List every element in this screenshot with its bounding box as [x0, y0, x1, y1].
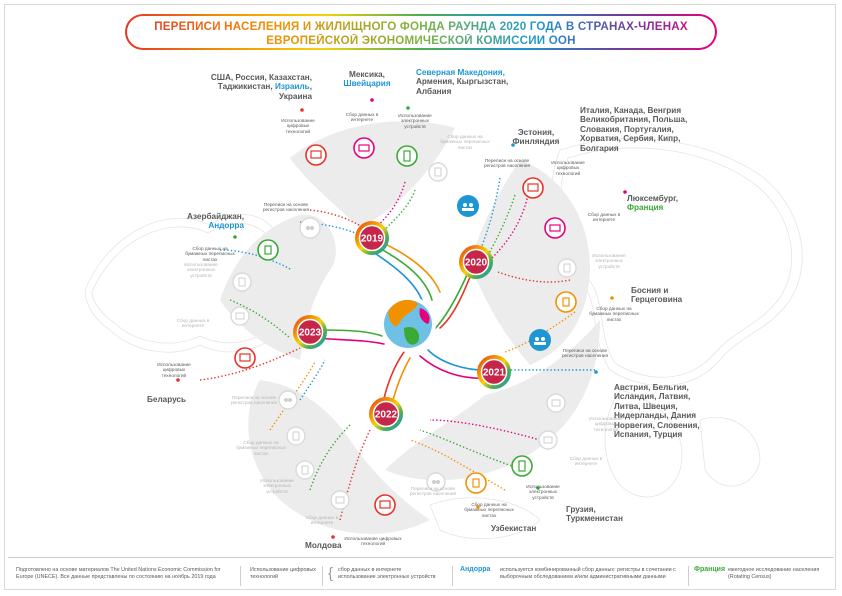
method-label-internet: Сбор данных в интернете — [176, 318, 210, 329]
footer-source: Подготовлено на основе материалов The Un… — [16, 567, 221, 580]
countries-2019-register: Азербайджан,Андорра — [187, 212, 244, 231]
internet-icon — [538, 430, 558, 450]
method-label-paper: Сбор данных на бумажных переписных листа… — [589, 306, 639, 322]
devices-icon — [511, 455, 533, 477]
page-title-line-2: ЕВРОПЕЙСКОЙ ЭКОНОМИЧЕСКОЙ КОМИССИИ ООН — [127, 34, 715, 47]
method-label-internet: Сбор данных в интернете — [345, 112, 379, 123]
method-label-register: Переписи на основе регистров населения — [262, 202, 310, 213]
method-label-register: Переписи на основе регистров населения — [483, 158, 531, 169]
digital-icon — [305, 144, 327, 166]
method-label-devices: Использование электронных устройств — [184, 262, 218, 278]
footer-legend-green: Франция — [694, 566, 726, 573]
countries-2020-register: Эстония, Финляндия — [512, 128, 560, 147]
method-label-digital: Использование цифровых технологий — [551, 160, 585, 176]
countries-2023-digital: Беларусь — [147, 395, 187, 404]
year-badge-2022: 2022 — [369, 397, 403, 431]
year-label-2020: 2020 — [465, 258, 488, 269]
footer-separator — [688, 566, 689, 586]
title-box: ПЕРЕПИСИ НАСЕЛЕНИЯ И ЖИЛИЩНОГО ФОНДА РАУ… — [125, 14, 717, 50]
method-label-internet: Сбор данных в интернете — [587, 212, 621, 223]
digital-icon — [522, 177, 544, 199]
register-icon — [278, 390, 298, 410]
digital-icon — [374, 494, 396, 516]
register-icon — [426, 472, 446, 492]
paper-icon — [555, 291, 577, 313]
internet-icon — [353, 137, 375, 159]
footer-separator — [240, 566, 241, 586]
internet-icon — [544, 217, 566, 239]
method-label-register: Переписи на основе регистров населения — [230, 395, 278, 406]
year-badge-2023: 2023 — [293, 315, 327, 349]
footer-legend-blue-text: используется комбинированный сбор данных… — [500, 567, 676, 580]
method-label-register: Переписи на основе регистров населения — [409, 486, 457, 497]
method-label-digital: Использование цифровых технологий — [344, 536, 402, 547]
devices-icon — [396, 145, 418, 167]
method-label-paper: Сбор данных на бумажных переписных листа… — [185, 246, 235, 262]
paper-icon — [286, 426, 306, 446]
method-label-digital: Использование цифровых технологий — [589, 416, 623, 432]
countries-2021-internet: Люксембург,Франция — [627, 194, 679, 213]
year-badge-2019: 2019 — [355, 221, 389, 255]
method-label-devices: Использование электронных устройств — [398, 113, 432, 129]
footer-separator — [322, 566, 323, 586]
countries-2020-devices: Северная Македония,Армения, Кыргызстан,А… — [416, 68, 509, 96]
method-label-internet: Сбор данных в интернете — [569, 456, 603, 467]
globe-icon — [380, 296, 436, 352]
countries-2022-paper: Узбекистан — [491, 524, 537, 533]
digital-icon — [546, 393, 566, 413]
countries-2021-paper: Босния и Герцеговина — [631, 286, 683, 305]
method-label-register: Переписи на основе регистров населения — [561, 348, 609, 359]
anchor-dots — [176, 98, 627, 539]
countries-2022-devices: Грузия, Туркменистан — [566, 505, 623, 524]
register-icon — [457, 195, 479, 217]
page-title-line-1: ПЕРЕПИСИ НАСЕЛЕНИЯ И ЖИЛИЩНОГО ФОНДА РАУ… — [127, 20, 715, 33]
paper-icon — [428, 162, 448, 182]
countries-2021-register: Австрия, Бельгия, Исландия, Латвия, Литв… — [614, 383, 700, 440]
method-label-paper: Сбор данных на бумажных переписных листа… — [464, 502, 514, 518]
year-label-2023: 2023 — [299, 328, 322, 339]
method-label-paper: Сбор данных на бумажных переписных листа… — [440, 134, 490, 150]
footer-brace: { — [328, 565, 334, 582]
footer-legend-blue: Андорра — [460, 566, 491, 573]
register-icon — [299, 217, 321, 239]
footer-separator — [452, 566, 453, 586]
digital-icon — [234, 347, 256, 369]
internet-icon — [230, 306, 250, 326]
method-label-devices: Использование электронных устройств — [260, 478, 294, 494]
countries-2020-internet: Мексика,Швейцария — [343, 70, 391, 89]
method-label-internet: Сбор данных в интернете — [305, 515, 339, 526]
year-badges: 2019 2020 2021 2022 2023 — [293, 221, 511, 431]
countries-2020-digital: США, Россия, Казахстан, Таджикистан, Изр… — [210, 73, 312, 101]
year-label-2021: 2021 — [483, 368, 506, 379]
method-label-digital: Использование цифровых технологий — [281, 118, 315, 134]
method-label-devices: Использование электронных устройств — [526, 484, 560, 500]
year-label-2022: 2022 — [375, 410, 398, 421]
year-label-2019: 2019 — [361, 234, 384, 245]
footer-legend-digital: Использование цифровых технологий — [250, 567, 316, 580]
footer-legend-green-text: ежегодное исследование населения (Rotati… — [728, 567, 820, 580]
countries-2021-digital: Италия, Канада, Венгрия Великобритания, … — [580, 106, 688, 153]
devices-icon — [557, 258, 577, 278]
year-badge-2020: 2020 — [459, 245, 493, 279]
paper-icon — [465, 472, 487, 494]
method-label-paper: Сбор данных на бумажных переписных листа… — [236, 440, 286, 456]
world-map-backdrop — [84, 138, 803, 540]
method-label-digital: Использование цифровых технологий — [157, 362, 191, 378]
devices-icon — [295, 460, 315, 480]
method-label-devices: Использование электронных устройств — [592, 253, 626, 269]
countries-2022-digital: Молдова — [305, 541, 342, 550]
year-badge-2021: 2021 — [477, 355, 511, 389]
internet-icon — [330, 490, 350, 510]
page-frame — [4, 4, 836, 590]
register-icon — [529, 329, 551, 351]
devices-icon — [232, 272, 252, 292]
footer-divider — [8, 557, 834, 558]
paper-icon — [257, 239, 279, 261]
method-icons — [230, 137, 577, 516]
